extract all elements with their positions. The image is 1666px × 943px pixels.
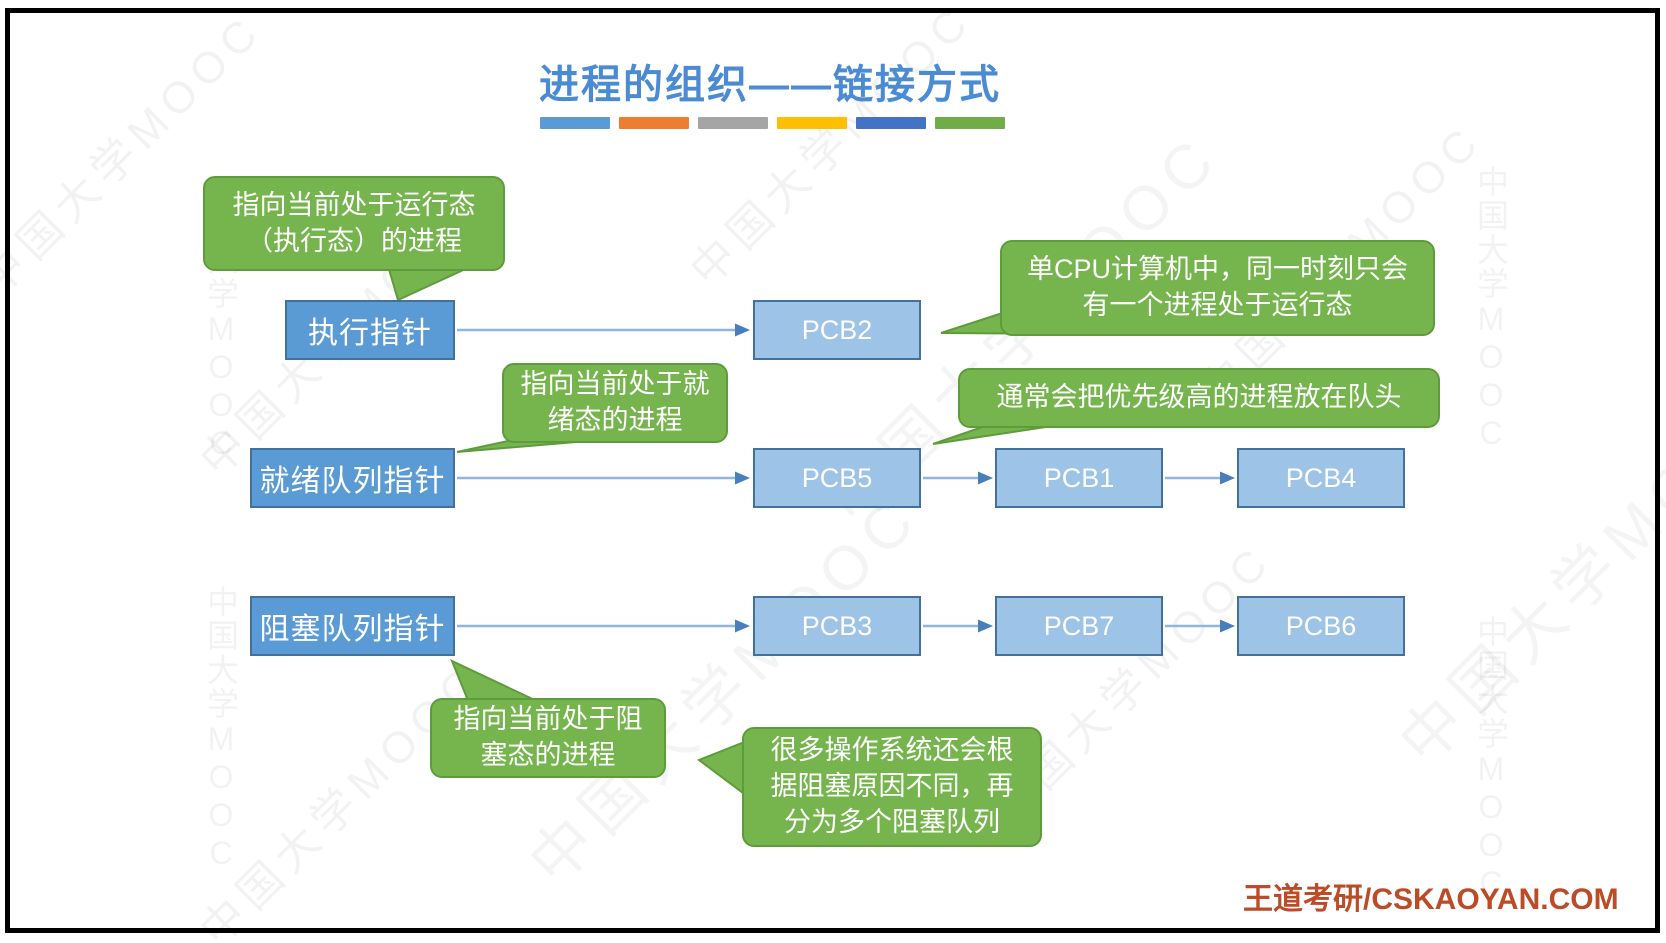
ready-queue-pointer-box: 就绪队列指针	[250, 448, 455, 508]
watermark: 中国大学MOOC	[1473, 615, 1509, 903]
accent-bar	[935, 117, 1005, 129]
callout-ready-pointer-note: 指向当前处于就绪态的进程	[502, 363, 728, 443]
callout-tail-blocked-note	[450, 659, 542, 704]
arrow-head	[978, 619, 993, 633]
callout-text: 通常会把优先级高的进程放在队头	[996, 382, 1402, 413]
pcb-label: PCB1	[1043, 462, 1115, 493]
arrow-head	[735, 471, 750, 485]
accent-bar	[619, 117, 689, 129]
watermark: 中国大学MOOC	[1473, 165, 1509, 453]
pcb-box-blocked-3: PCB6	[1237, 596, 1405, 656]
pcb-label: PCB7	[1043, 610, 1115, 641]
callout-tail-multi-queue-note	[696, 739, 748, 798]
callout-text: 指向当前处于就绪态的进程	[520, 369, 710, 435]
accent-bar	[777, 117, 847, 129]
pcb-label: PCB4	[1285, 462, 1357, 493]
footer-brand: 王道考研/CSKAOYAN.COM	[1243, 883, 1619, 916]
pcb-box-running-1: PCB2	[753, 300, 921, 360]
pcb-box-blocked-1: PCB3	[753, 596, 921, 656]
running-pointer-box: 执行指针	[285, 300, 455, 360]
callout-running-pointer-note: 指向当前处于运行态（执行态）的进程	[203, 176, 505, 271]
pointer-label: 阻塞队列指针	[259, 613, 446, 646]
callout-tail-running-note	[386, 265, 473, 302]
callout-blocked-pointer-note: 指向当前处于阻塞态的进程	[430, 698, 666, 778]
arrow-head	[735, 619, 750, 633]
pcb-box-blocked-2: PCB7	[995, 596, 1163, 656]
pcb-label: PCB2	[801, 314, 873, 345]
pcb-box-ready-1: PCB5	[753, 448, 921, 508]
pointer-label: 就绪队列指针	[259, 465, 446, 498]
arrow-head	[978, 471, 993, 485]
watermark: 中国大学MOOC	[203, 585, 239, 873]
arrow-head	[1220, 471, 1235, 485]
callout-text: 指向当前处于运行态（执行态）的进程	[232, 189, 476, 256]
title-accent-bars	[540, 117, 1005, 129]
callout-text: 很多操作系统还会根据阻塞原因不同，再分为多个阻塞队列	[770, 735, 1014, 837]
pcb-label: PCB6	[1285, 610, 1357, 641]
pointer-label: 执行指针	[308, 317, 432, 350]
accent-bar	[856, 117, 926, 129]
pcb-box-ready-3: PCB4	[1237, 448, 1405, 508]
accent-bar	[540, 117, 610, 129]
callout-multiple-blocked-queues-note: 很多操作系统还会根据阻塞原因不同，再分为多个阻塞队列	[742, 727, 1042, 847]
pcb-box-ready-2: PCB1	[995, 448, 1163, 508]
arrow-head	[735, 323, 750, 337]
callout-priority-note: 通常会把优先级高的进程放在队头	[958, 368, 1440, 428]
callout-text: 单CPU计算机中，同一时刻只会有一个进程处于运行态	[1027, 254, 1409, 320]
pcb-label: PCB3	[801, 610, 873, 641]
accent-bar	[698, 117, 768, 129]
callout-single-cpu-note: 单CPU计算机中，同一时刻只会有一个进程处于运行态	[1000, 240, 1435, 336]
arrow-head	[1220, 619, 1235, 633]
callout-text: 指向当前处于阻塞态的进程	[453, 704, 643, 770]
page-title: 进程的组织——链接方式	[539, 63, 1001, 107]
blocked-queue-pointer-box: 阻塞队列指针	[250, 596, 455, 656]
pcb-label: PCB5	[801, 462, 873, 493]
